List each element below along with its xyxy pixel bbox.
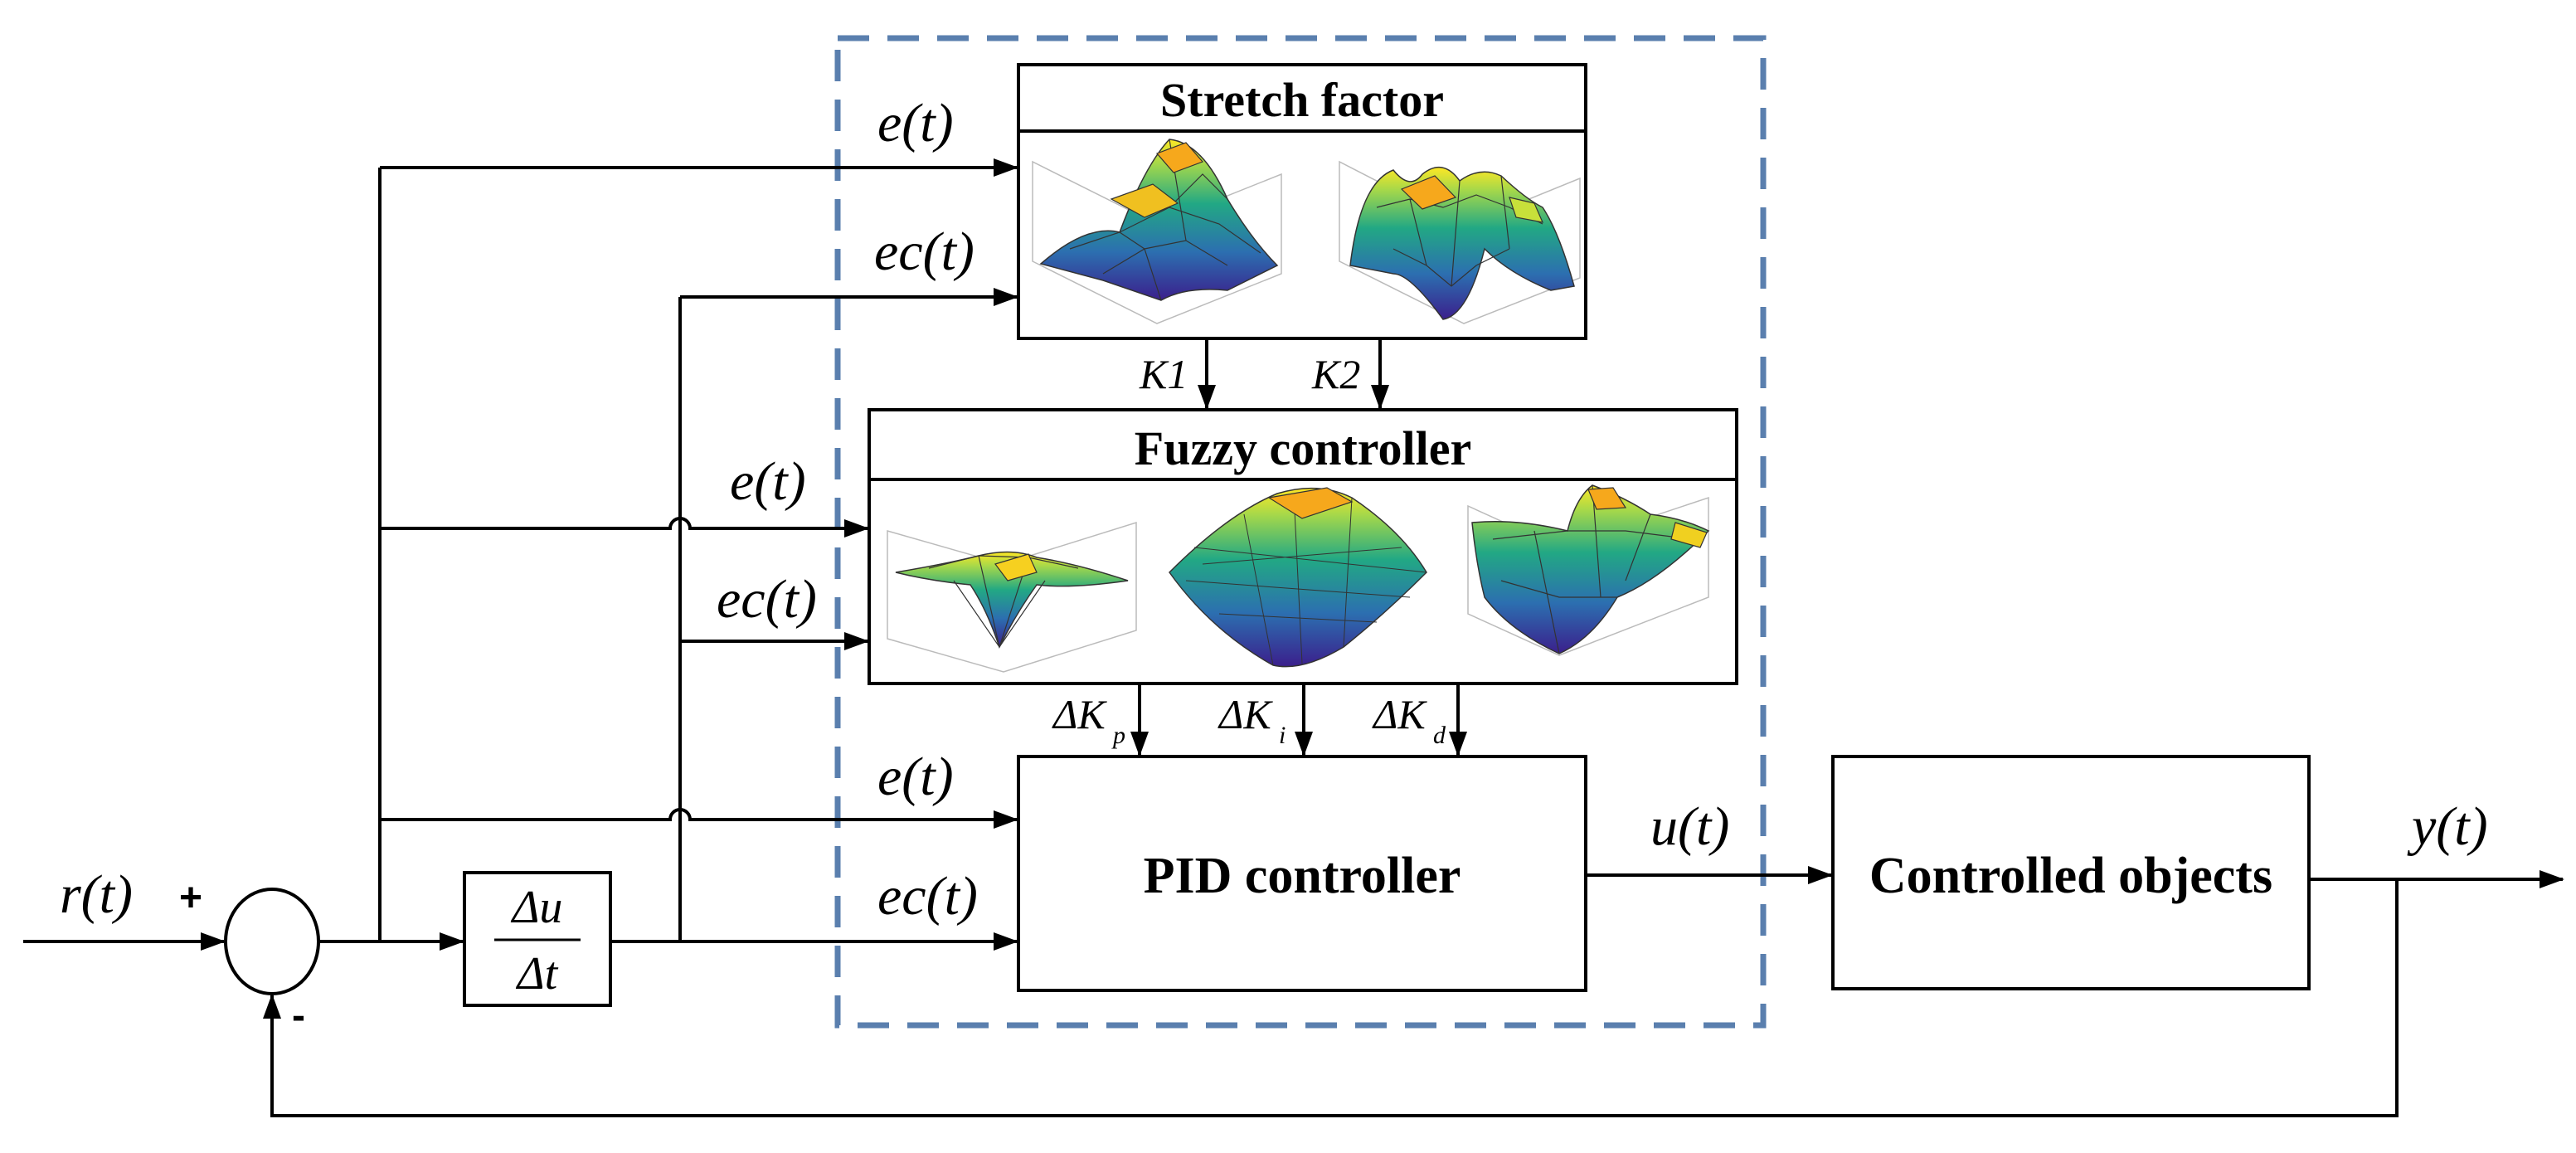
label-dkp-sub: p [1111,722,1125,749]
fuzzy-surface-ki-icon [1169,487,1427,668]
label-dki: ΔK [1218,691,1273,737]
signal-labels: r(t) y(t) u(t) e(t) ec(t) e(t) ec(t) e(t… [60,93,2488,927]
stretch-surface-k2-icon [1339,160,1581,324]
pid-controller-block: PID controller [1017,755,1587,992]
stretch-factor-title: Stretch factor [1160,73,1444,127]
fuzzy-surface-kp-icon [887,521,1137,673]
label-e-pid: e(t) [877,747,954,807]
sum-plus-sign: + [179,876,202,920]
controlled-objects-title: Controlled objects [1869,848,2272,904]
label-dkd-sub: d [1433,722,1446,749]
derivative-numerator: Δu [511,882,563,933]
label-ec-stretch: ec(t) [874,221,975,282]
stretch-factor-block: Stretch factor [1017,63,1587,340]
label-dkd: ΔK [1372,691,1427,737]
pid-controller-title: PID controller [1144,848,1461,904]
label-dkp: ΔK [1052,691,1107,737]
signal-wiring [23,158,2564,1117]
label-r: r(t) [60,864,133,925]
fuzzy-surface-kd-icon [1467,484,1710,656]
stretch-surface-k1-icon [1032,139,1282,324]
controlled-objects-block: Controlled objects [1831,755,2311,990]
label-u: u(t) [1650,796,1729,857]
label-y: y(t) [2407,796,2488,857]
derivative-block: Δu Δt [463,871,612,1007]
sum-minus-sign: - [292,994,305,1038]
controller-boundary [834,35,1767,1029]
label-ec-fuzzy: ec(t) [717,569,817,630]
label-dki-sub: i [1279,722,1286,749]
label-k1: K1 [1139,351,1188,397]
label-ec-pid: ec(t) [877,866,978,927]
label-e-fuzzy: e(t) [730,451,806,512]
fuzzy-controller-title: Fuzzy controller [1135,421,1471,475]
derivative-denominator: Δt [516,948,559,1000]
summing-junction: + - [179,876,320,1038]
label-e-stretch: e(t) [877,93,954,153]
label-k2: K2 [1311,351,1360,397]
fuzzy-controller-block: Fuzzy controller [868,408,1738,685]
